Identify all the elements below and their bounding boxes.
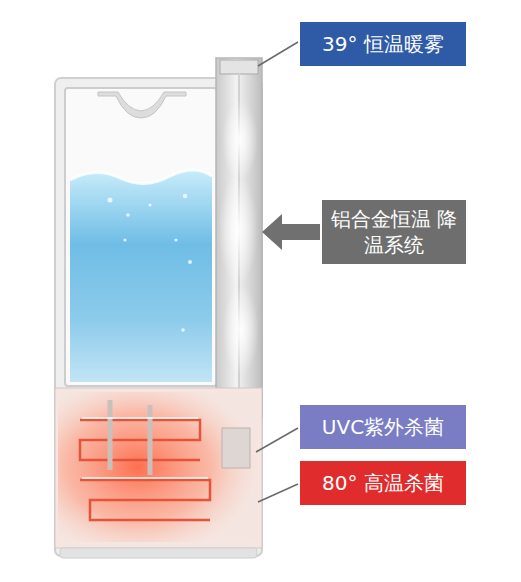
housing [55, 78, 262, 556]
mist-puff [218, 175, 258, 285]
leader-line [258, 484, 298, 502]
callout-label: 铝合金恒温 降温系统 [330, 206, 458, 258]
bubble [188, 260, 192, 264]
bubbles [108, 194, 193, 332]
callout-box: 39° 恒温暖雾 [300, 22, 466, 66]
leader-line [256, 428, 298, 452]
base [55, 388, 262, 548]
heating-coils [80, 400, 210, 520]
water [70, 170, 212, 382]
mist-puff [222, 100, 258, 180]
bubble [123, 238, 126, 241]
water-surface [70, 170, 212, 184]
uvc-module [222, 428, 250, 468]
callout-box: UVC紫外杀菌 [300, 405, 466, 449]
callout-box: 铝合金恒温 降温系统 [322, 200, 466, 264]
coil-highlight [82, 417, 198, 419]
tank-funnel [98, 92, 186, 118]
bubble [108, 198, 113, 203]
tube-cap [220, 60, 258, 74]
foot [60, 548, 257, 558]
coil [80, 420, 200, 460]
callout-label: UVC紫外杀菌 [322, 414, 444, 440]
bubble [183, 194, 187, 198]
pointer-arrow [262, 214, 320, 250]
callout-label: 80° 高温杀菌 [322, 470, 444, 496]
pipe [110, 400, 150, 475]
mist-puff [223, 285, 259, 375]
mist [218, 100, 259, 375]
coil-highlights [82, 418, 208, 478]
bubble [126, 213, 130, 217]
heat-glow [58, 392, 258, 542]
callout-label: 39° 恒温暖雾 [322, 31, 444, 57]
bubble [149, 204, 152, 207]
mist-tube [216, 58, 262, 418]
callout-box: 80° 高温杀菌 [300, 461, 466, 505]
bubble [174, 238, 177, 241]
leader-line [258, 42, 298, 66]
bubble [181, 328, 185, 332]
coil [80, 480, 210, 520]
water-tank [65, 88, 217, 386]
coil-highlight [82, 477, 208, 479]
